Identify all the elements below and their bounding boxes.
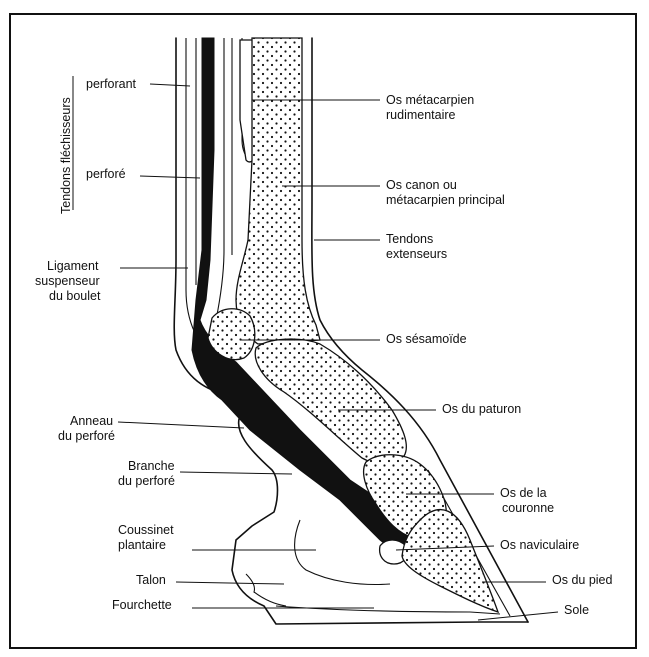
leader-anneau	[118, 422, 244, 428]
label-paturon: Os du paturon	[442, 402, 521, 416]
label-pied: Os du pied	[552, 573, 613, 587]
leader-perforant	[150, 84, 190, 86]
label-anneau-2: du perforé	[58, 429, 115, 443]
label-metacarpien-rud-2: rudimentaire	[386, 108, 456, 122]
label-coussinet-2: plantaire	[118, 538, 166, 552]
label-perforant: perforant	[86, 77, 137, 91]
label-coussinet-1: Coussinet	[118, 523, 174, 537]
diagram-frame	[10, 14, 636, 648]
label-couronne-1: Os de la	[500, 486, 547, 500]
label-fourchette: Fourchette	[112, 598, 172, 612]
flexor-group-text: Tendons fléchisseurs	[59, 97, 73, 214]
label-extenseurs-2: extenseurs	[386, 247, 447, 261]
label-extenseurs-1: Tendons	[386, 232, 433, 246]
label-ligament-3: du boulet	[49, 289, 101, 303]
label-sesamoide: Os sésamoïde	[386, 332, 467, 346]
label-ligament-2: suspenseur	[35, 274, 100, 288]
label-sole: Sole	[564, 603, 589, 617]
label-branche-1: Branche	[128, 459, 175, 473]
label-perfore: perforé	[86, 167, 126, 181]
label-naviculaire: Os naviculaire	[500, 538, 579, 552]
sole-line	[470, 612, 500, 614]
leader-branche	[180, 472, 292, 474]
leg-drawing	[174, 38, 528, 624]
label-canon-1: Os canon ou	[386, 178, 457, 192]
label-anneau-1: Anneau	[70, 414, 113, 428]
label-couronne-2: couronne	[502, 501, 554, 515]
coffin-bone	[402, 510, 498, 612]
flexor-group-label: Tendons fléchisseurs	[59, 76, 73, 214]
tendon-line-3	[216, 38, 224, 320]
frog-line	[276, 606, 470, 612]
label-canon-2: métacarpien principal	[386, 193, 505, 207]
label-talon: Talon	[136, 573, 166, 587]
leader-perfore	[140, 176, 200, 178]
label-branche-2: du perforé	[118, 474, 175, 488]
heel-shape	[246, 574, 286, 606]
label-ligament-1: Ligament	[47, 259, 99, 273]
label-metacarpien-rud-1: Os métacarpien	[386, 93, 474, 107]
leader-talon	[176, 582, 284, 584]
